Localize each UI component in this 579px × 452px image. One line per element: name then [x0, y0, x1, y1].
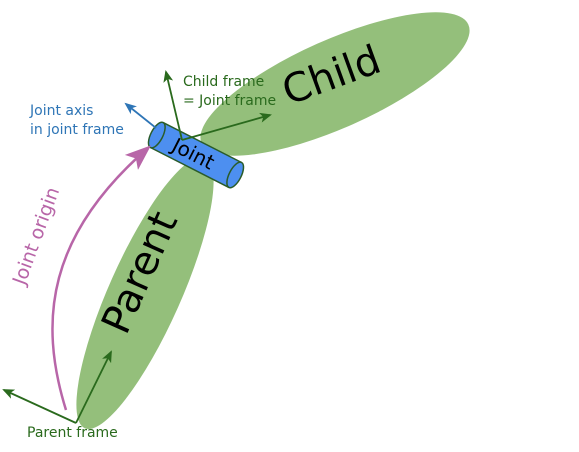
child-frame-label-line1: Child frame — [183, 74, 264, 90]
child-frame-label-line2: = Joint frame — [183, 93, 276, 109]
child-frame-axis-right — [181, 112, 272, 141]
joint-axis-arrow — [124, 102, 157, 129]
child-frame-axis-up — [163, 70, 183, 141]
parent-frame-label: Parent frame — [27, 425, 118, 441]
joint-origin-label: Joint origin — [8, 184, 64, 288]
parent-frame-axis-up — [75, 350, 112, 424]
joint-axis-label-line2: in joint frame — [30, 122, 124, 138]
joint-axis-label-line1: Joint axis — [29, 103, 93, 119]
parent-frame-axis-left — [2, 389, 77, 424]
joint-origin-arrow — [51, 145, 152, 411]
